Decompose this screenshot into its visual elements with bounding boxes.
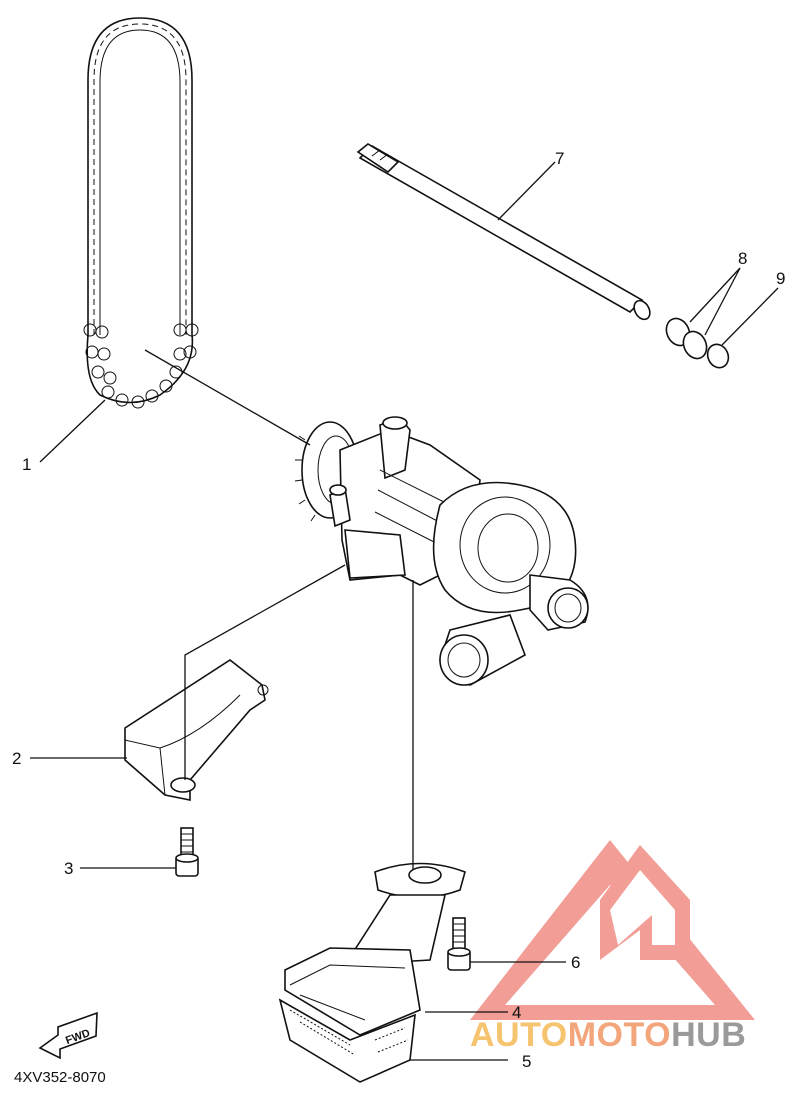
callout-9: 9	[776, 269, 785, 288]
callout-5: 5	[522, 1052, 531, 1071]
part-3-bolt	[175, 827, 199, 877]
part-1-chain	[83, 17, 199, 409]
callout-6: 6	[571, 953, 580, 972]
callout-4: 4	[512, 1003, 521, 1022]
leader-lines	[30, 161, 779, 1061]
watermark-text: AUTOMOTOHUB	[470, 1016, 746, 1054]
callout-8: 8	[738, 249, 747, 268]
watermark-hub: HUB	[671, 1016, 746, 1054]
callout-3: 3	[64, 859, 73, 878]
callout-7: 7	[555, 149, 564, 168]
callout-2: 2	[12, 749, 21, 768]
part-8-o-ring-b	[682, 330, 708, 360]
watermark-logo	[470, 840, 755, 1020]
part-4-strainer-pickup	[284, 862, 466, 1036]
fwd-arrow-icon: FWD	[38, 1011, 98, 1060]
part-code: 4XV352-8070	[14, 1069, 106, 1086]
part-6-bolt	[447, 917, 471, 971]
callout-1: 1	[22, 455, 31, 474]
part-2-cover	[124, 659, 269, 801]
part-7-shaft	[356, 143, 651, 321]
watermark-auto: AUTO	[470, 1016, 568, 1054]
part-9-o-ring	[706, 343, 730, 369]
oil-pump-assembly	[294, 416, 589, 686]
watermark-moto: MOTO	[568, 1016, 671, 1054]
